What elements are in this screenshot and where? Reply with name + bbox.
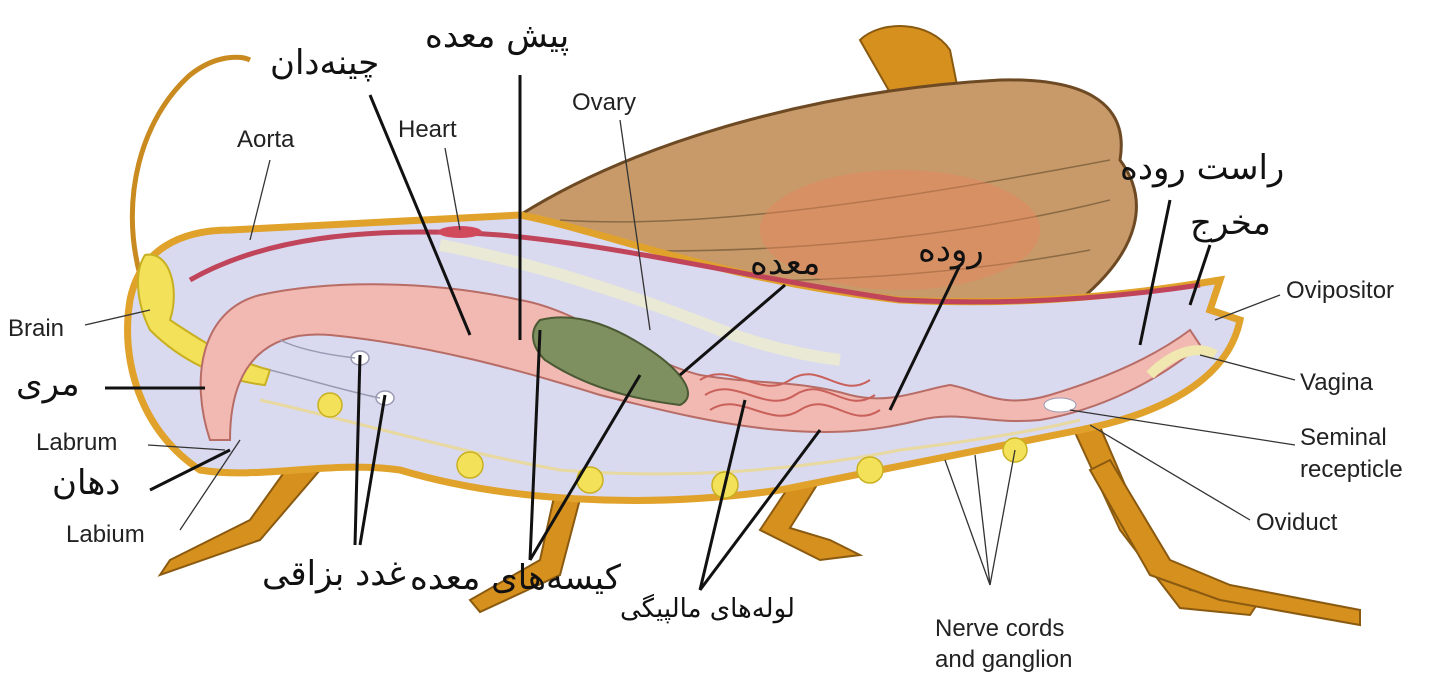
label-malpighian-fa: لوله‌های مالپیگی xyxy=(620,595,795,624)
label-aorta: Aorta xyxy=(237,127,294,153)
label-anus-fa: مخرج xyxy=(1190,205,1271,242)
label-recepticle: recepticle xyxy=(1300,457,1403,483)
label-gastric-fa: کیسه‌های معده xyxy=(410,560,621,597)
label-salivary-fa: غدد بزاقی xyxy=(262,556,406,593)
label-heart: Heart xyxy=(398,117,457,143)
label-nerve-cords: Nerve cords xyxy=(935,616,1064,642)
label-ovipositor: Ovipositor xyxy=(1286,278,1394,304)
label-labium: Labium xyxy=(66,522,145,548)
label-labrum: Labrum xyxy=(36,430,117,456)
label-intestine-fa: روده xyxy=(918,232,984,269)
label-oviduct: Oviduct xyxy=(1256,510,1337,536)
label-and-ganglion: and ganglion xyxy=(935,647,1072,673)
label-ovary: Ovary xyxy=(572,90,636,116)
label-rectum-fa: راست روده xyxy=(1120,150,1284,187)
label-stomach-fa: معده xyxy=(750,245,820,282)
label-vagina: Vagina xyxy=(1300,370,1373,396)
label-foregut-fa: پیش معده xyxy=(425,18,569,55)
label-brain: Brain xyxy=(8,316,64,342)
label-crop-fa: چینه‌دان xyxy=(270,45,379,82)
label-seminal: Seminal xyxy=(1300,425,1387,451)
label-esophagus-fa: مری xyxy=(16,366,80,403)
label-mouth-fa: دهان xyxy=(52,465,120,502)
